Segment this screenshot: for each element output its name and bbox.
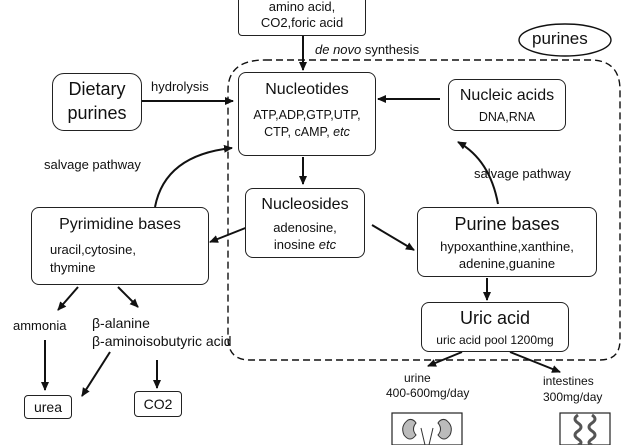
precursors-box: amino acid, CO2,foric acid <box>238 0 366 36</box>
precursors-line1: amino acid, <box>268 0 336 14</box>
purine-title: Purine bases <box>454 214 560 234</box>
salvage-right-label: salvage pathway <box>474 166 571 181</box>
kidney-icon <box>391 412 463 445</box>
nucleosides-line1: adenosine, <box>273 220 337 235</box>
nucleotides-box: Nucleotides ATP,ADP,GTP,UTP, CTP, cAMP, … <box>238 72 376 156</box>
arrow-salvage-right <box>457 141 499 205</box>
urea-label: urea <box>33 399 63 415</box>
arrow-to-ammonia <box>57 286 79 311</box>
purines-region <box>227 59 621 361</box>
pyrimidine-line1: uracil,cytosine, <box>50 242 136 257</box>
nucleic-acids-box: Nucleic acids DNA,RNA <box>448 79 566 131</box>
hydrolysis-label: hydrolysis <box>151 79 209 94</box>
intestines-line2: 300mg/day <box>543 390 603 404</box>
nucleosides-line2-text: inosine <box>273 237 319 252</box>
beta-aminoisobutyric-label: β-aminoisobutyric acid <box>92 333 232 349</box>
nucleotides-line1: ATP,ADP,GTP,UTP, <box>253 108 361 122</box>
urea-box: urea <box>24 395 72 419</box>
uric-acid-box: Uric acid uric acid pool 1200mg <box>421 302 569 352</box>
purine-line2: adenine,guanine <box>458 256 556 271</box>
co2-box: CO2 <box>134 391 182 417</box>
co2-label: CO2 <box>143 396 173 412</box>
intestines-line1: intestines <box>543 374 594 388</box>
pyrimidine-title: Pyrimidine bases <box>59 216 181 233</box>
nucleosides-title: Nucleosides <box>261 196 349 213</box>
salvage-left-label: salvage pathway <box>44 157 141 172</box>
purines-label: purines <box>532 29 588 48</box>
dietary-purines-box: Dietary purines <box>52 73 142 131</box>
uric-sub: uric acid pool 1200mg <box>436 333 554 347</box>
nucleosides-box: Nucleosides adenosine, inosine etc <box>245 188 365 258</box>
uric-title: Uric acid <box>459 308 530 328</box>
nucleotides-etc: etc <box>333 125 350 139</box>
denovo-italic: de novo <box>315 42 362 57</box>
denovo-label: de novo synthesis <box>315 42 419 57</box>
purines-ellipse <box>518 23 612 57</box>
nucleotides-title: Nucleotides <box>265 81 349 98</box>
nucleic-title: Nucleic acids <box>459 87 555 104</box>
arrow-to-urea-2 <box>81 351 111 397</box>
arrow-to-urine <box>427 351 463 367</box>
pyrimidine-line2: thymine <box>50 260 96 275</box>
urine-line1: urine <box>404 371 431 385</box>
purine-bases-box: Purine bases hypoxanthine,xanthine, aden… <box>417 207 597 277</box>
arrow-to-balanine <box>117 286 139 308</box>
nucleosides-line2: inosine etc <box>246 237 364 252</box>
dietary-line1: Dietary <box>68 79 126 99</box>
intestine-icon <box>559 412 611 445</box>
arrow-to-intestines <box>509 351 561 373</box>
nucleotides-line2: CTP, cAMP, etc <box>239 125 375 140</box>
dietary-line2: purines <box>67 103 127 123</box>
nucleic-sub: DNA,RNA <box>478 110 536 124</box>
arrow-salvage-left <box>154 144 233 208</box>
beta-alanine-label: β-alanine <box>92 315 150 331</box>
purine-line1: hypoxanthine,xanthine, <box>440 239 574 254</box>
nucleosides-etc: etc <box>318 237 337 252</box>
urine-line2: 400-600mg/day <box>386 386 470 400</box>
precursors-line2: CO2,foric acid <box>260 15 344 30</box>
pyrimidine-bases-box: Pyrimidine bases uracil,cytosine, thymin… <box>31 207 209 285</box>
nucleotides-line2-text: CTP, cAMP, <box>264 125 334 139</box>
denovo-rest: synthesis <box>361 42 420 57</box>
ammonia-label: ammonia <box>13 318 67 333</box>
arrow-to-purine <box>371 224 415 251</box>
